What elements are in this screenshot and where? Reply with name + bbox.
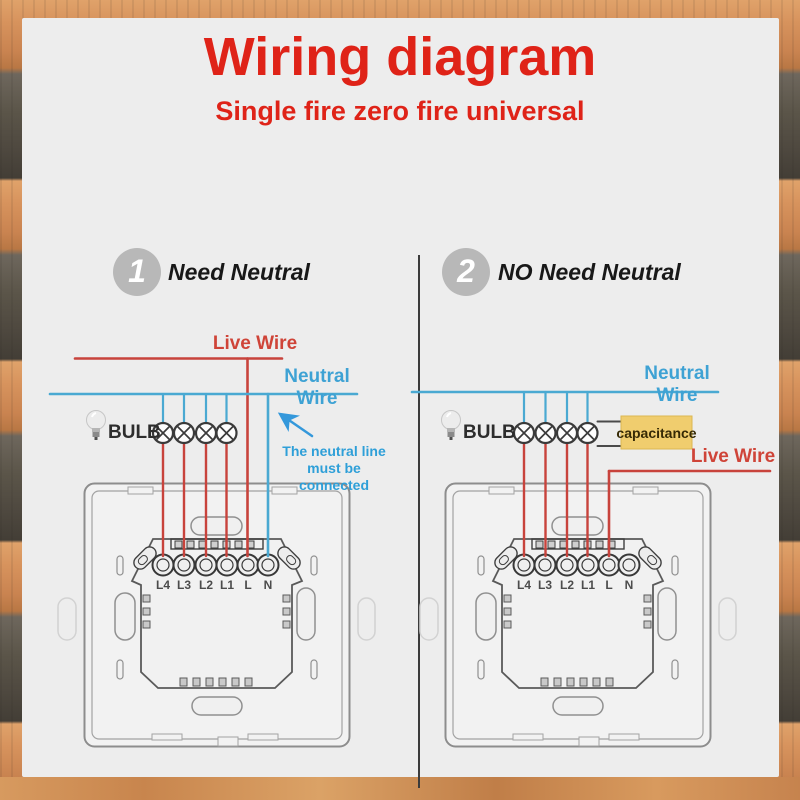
section-2-heading: NO Need Neutral [498,259,681,285]
poster-subtitle: Single fire zero fire universal [215,96,585,126]
right-terminal-label-L3: L3 [537,578,552,592]
photo-bottom-strip [0,777,800,800]
neutral-note-line2: must be connected [298,460,369,494]
left-terminal-label-L1: L1 [219,578,234,592]
capacitance-label: capacitance [616,424,697,441]
section-1-heading: Need Neutral [168,259,310,285]
right-terminal-label-N: N [624,578,634,592]
left-terminal-label-N: N [263,578,273,592]
right-terminal-label-L1: L1 [580,578,595,592]
neutral-note-line1: The neutral line [282,443,386,459]
left-terminal-label-L3: L3 [176,578,191,592]
right-bulb-label: BULB [463,422,516,443]
left-terminal-label-L: L [244,578,252,592]
neutral-note: The neutral line must be connected [282,443,386,494]
left-terminal-label-L4: L4 [155,578,170,592]
section-2-badge: 2 [442,248,490,296]
section-divider [418,255,420,788]
right-terminal-label-L4: L4 [516,578,531,592]
left-bulb-label: BULB [108,422,161,443]
section-1-badge: 1 [113,248,161,296]
right-terminal-label-L2: L2 [559,578,574,592]
right-live-wire-label: Live Wire [690,446,776,467]
left-live-wire-label: Live Wire [212,333,298,354]
left-neutral-wire-label: Neutral Wire [284,366,350,409]
right-terminal-label-L: L [605,578,613,592]
left-terminal-label-L2: L2 [198,578,213,592]
right-neutral-wire-label: Neutral Wire [644,363,710,406]
poster-title: Wiring diagram [203,27,597,87]
